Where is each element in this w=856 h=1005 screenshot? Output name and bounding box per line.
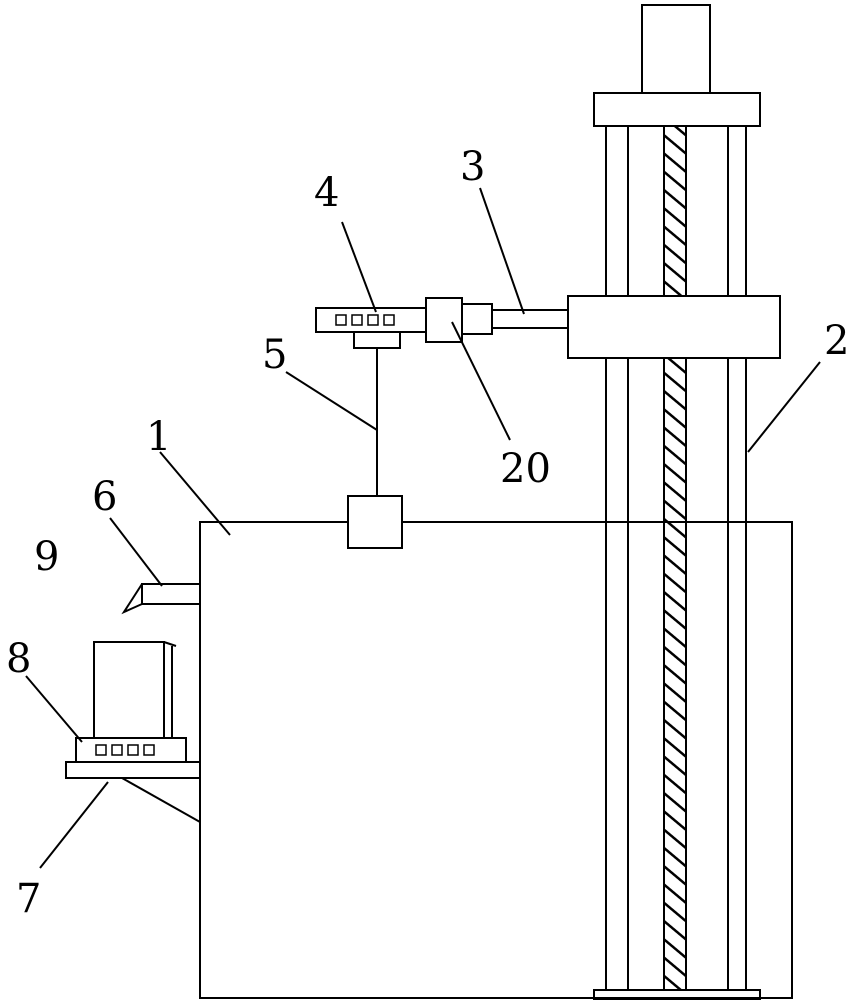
outlet-pipe <box>141 583 200 605</box>
motor <box>641 4 711 94</box>
leader-4 <box>341 221 377 313</box>
label-1: 1 <box>146 414 171 460</box>
leader-20 <box>451 321 511 441</box>
label-7: 7 <box>16 876 41 922</box>
display-digit <box>367 314 379 326</box>
leader-6 <box>109 517 163 587</box>
lifting-column <box>593 4 761 1001</box>
arm-coupling <box>461 303 493 335</box>
label-6: 6 <box>92 474 117 520</box>
leader-8 <box>25 675 83 743</box>
label-3: 3 <box>460 144 485 190</box>
display-digit <box>143 744 155 756</box>
leader-1 <box>159 451 231 536</box>
display-digit <box>335 314 347 326</box>
leader-3 <box>479 187 525 315</box>
outlet-spout <box>121 583 143 615</box>
connector-20 <box>425 297 463 343</box>
lead-screw <box>663 125 687 991</box>
bracket-plate <box>65 761 201 779</box>
hook-mount <box>353 331 401 349</box>
arm-rod <box>491 309 569 329</box>
display-digit <box>383 314 395 326</box>
display-digit <box>95 744 107 756</box>
slider-block <box>567 295 781 359</box>
label-9: 9 <box>34 534 59 580</box>
collecting-cup <box>93 641 165 738</box>
display-digit <box>351 314 363 326</box>
leader-5 <box>285 371 378 431</box>
display-digit <box>127 744 139 756</box>
leader-2 <box>747 361 821 453</box>
top-plate <box>593 92 761 127</box>
cup-lip <box>163 641 177 647</box>
label-20: 20 <box>500 446 551 492</box>
label-5: 5 <box>262 332 287 378</box>
leader-7 <box>39 781 109 869</box>
leader-lines <box>25 187 821 869</box>
display-digit <box>111 744 123 756</box>
main-tank <box>199 521 793 999</box>
bracket-brace <box>121 777 201 823</box>
label-4: 4 <box>314 170 339 216</box>
label-2: 2 <box>824 318 849 364</box>
float-weight <box>347 495 403 549</box>
label-8: 8 <box>6 636 31 682</box>
